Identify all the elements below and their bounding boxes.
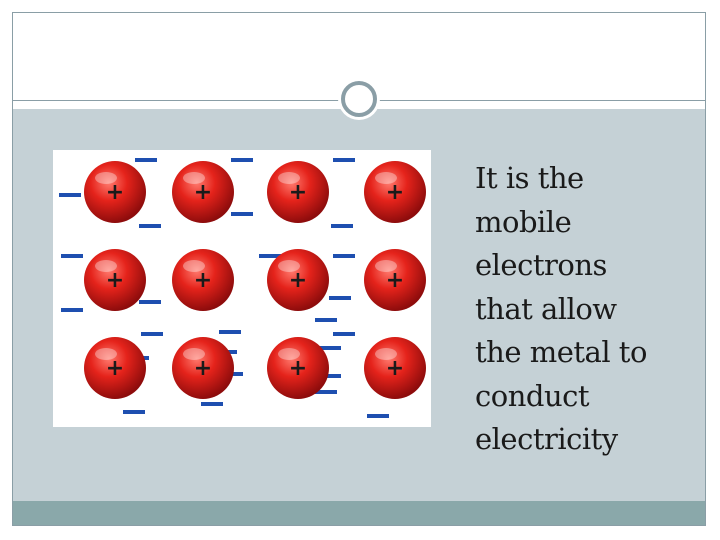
ion-plus-label: + (194, 180, 212, 205)
ion-highlight (278, 260, 300, 272)
electron-mark (139, 300, 161, 304)
ion-highlight (95, 172, 117, 184)
ion-plus-label: + (194, 356, 212, 381)
electron-mark (331, 224, 353, 228)
ion-sphere (267, 161, 329, 223)
ion-plus-label: + (194, 268, 212, 293)
electron-mark (123, 410, 145, 414)
ion-sphere (172, 337, 234, 399)
ion-plus-label: + (106, 268, 124, 293)
electron-mark (319, 346, 341, 350)
electron-mark (333, 332, 355, 336)
ion-sphere (267, 337, 329, 399)
ion-plus-label: + (386, 356, 404, 381)
electron-mark (231, 212, 253, 216)
body-line: electrons (475, 248, 607, 282)
ion-highlight (375, 348, 397, 360)
ion-plus-label: + (106, 180, 124, 205)
ion-plus-label: + (106, 356, 124, 381)
electron-mark (59, 193, 81, 197)
ion-highlight (95, 348, 117, 360)
electron-mark (135, 158, 157, 162)
ion-sphere (84, 249, 146, 311)
electron-mark (333, 158, 355, 162)
metal-ion: + (364, 249, 426, 311)
ion-highlight (375, 260, 397, 272)
metal-ion: + (364, 161, 426, 223)
metal-ion: + (267, 337, 329, 399)
metal-ion: + (267, 161, 329, 223)
ion-plus-label: + (289, 356, 307, 381)
body-line: that allow (475, 291, 617, 326)
ion-plus-label: + (289, 180, 307, 205)
ion-highlight (183, 172, 205, 184)
body-line: It is the (475, 161, 584, 195)
ion-sphere (364, 337, 426, 399)
ion-highlight (278, 348, 300, 360)
metal-ion: + (84, 337, 146, 399)
ion-sphere (364, 161, 426, 223)
slide (12, 12, 706, 526)
ion-plus-label: + (386, 268, 404, 293)
ion-highlight (95, 260, 117, 272)
metal-ion: + (172, 161, 234, 223)
metal-lattice-illustration: + + + + + + + + + + + + (53, 150, 431, 427)
electron-mark (139, 224, 161, 228)
metal-ion: + (172, 249, 234, 311)
electron-mark (231, 158, 253, 162)
electron-mark (367, 414, 389, 418)
body-line: mobile (475, 204, 572, 239)
electron-mark (61, 254, 83, 258)
electron-mark (219, 330, 241, 334)
slide-body-text: It is the mobile electrons that allow th… (475, 157, 690, 462)
electron-mark (141, 332, 163, 336)
electron-mark (259, 254, 281, 258)
circle-ornament (341, 81, 377, 117)
ion-highlight (278, 172, 300, 184)
metal-ion: + (84, 249, 146, 311)
metal-ion: + (172, 337, 234, 399)
electron-mark (315, 318, 337, 322)
ion-highlight (375, 172, 397, 184)
ion-highlight (183, 260, 205, 272)
metal-ion: + (364, 337, 426, 399)
body-line: conduct (475, 378, 590, 413)
metal-ion: + (267, 249, 329, 311)
ion-sphere (267, 249, 329, 311)
ion-sphere (172, 249, 234, 311)
ion-sphere (364, 249, 426, 311)
metal-ion: + (84, 161, 146, 223)
electron-mark (333, 254, 355, 258)
electron-mark (315, 390, 337, 394)
body-line: the metal to (475, 335, 647, 369)
lattice-svg: + + + + + + + + + + + + (59, 158, 426, 418)
ion-highlight (183, 348, 205, 360)
ion-plus-label: + (289, 268, 307, 293)
ion-sphere (84, 161, 146, 223)
body-line: electricity (475, 422, 618, 456)
electron-mark (329, 296, 351, 300)
ion-sphere (84, 337, 146, 399)
footer-band (13, 501, 705, 525)
ion-plus-label: + (386, 180, 404, 205)
ion-sphere (172, 161, 234, 223)
electron-mark (201, 402, 223, 406)
electron-mark (61, 308, 83, 312)
electron-mark (319, 374, 341, 378)
